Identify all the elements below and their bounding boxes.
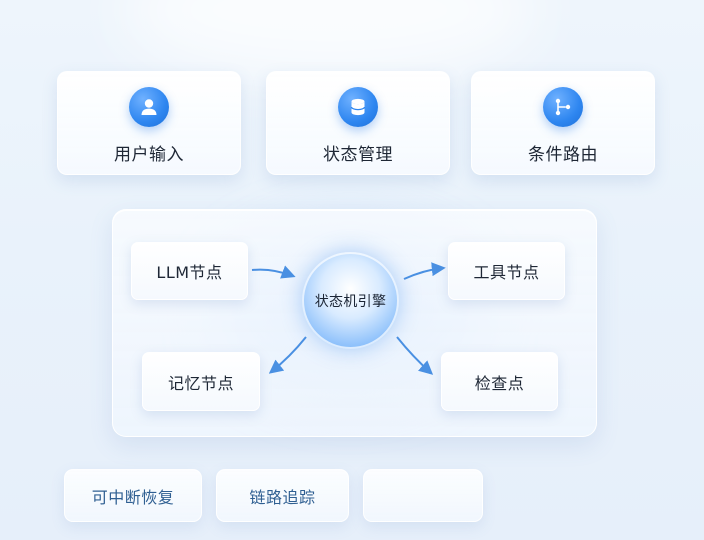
memory-node[interactable]: 记忆节点 [142,352,260,411]
tool-node[interactable]: 工具节点 [448,242,565,300]
user-icon [129,87,169,127]
capability-interruptible-resume[interactable]: 可中断恢复 [64,469,202,522]
route-branch-icon [543,87,583,127]
state-machine-engine-hub[interactable]: 状态机引擎 [302,252,399,349]
checkpoint-node[interactable]: 检查点 [441,352,558,411]
arrow-engine-to-memory [268,336,307,374]
arrow-engine-to-tool [403,262,446,280]
arrow-engine-to-checkpoint [396,336,434,375]
feature-card-label: 用户输入 [114,145,184,165]
feature-card-label: 条件路由 [528,145,598,165]
database-icon [338,87,378,127]
capability-card-partial[interactable] [363,469,483,522]
feature-card-state-management[interactable]: 状态管理 [266,71,450,175]
capability-trace-tracking[interactable]: 链路追踪 [216,469,349,522]
arrow-llm-to-engine [251,265,296,279]
llm-node[interactable]: LLM节点 [131,242,248,300]
feature-card-user-input[interactable]: 用户输入 [57,71,241,175]
feature-card-conditional-routing[interactable]: 条件路由 [471,71,655,175]
feature-card-label: 状态管理 [323,145,393,165]
